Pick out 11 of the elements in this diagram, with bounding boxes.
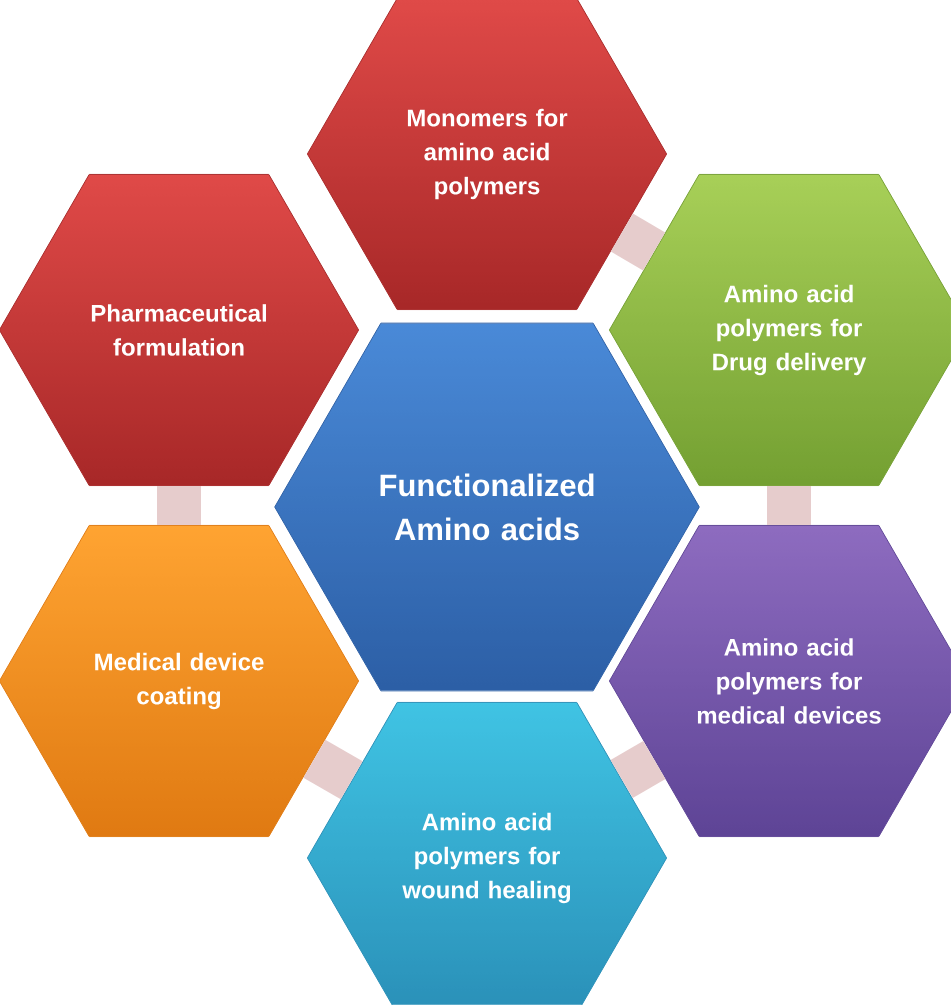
connector-band <box>610 213 666 271</box>
hexagon: Monomers for amino acid polymers <box>306 0 668 311</box>
hexagon: Pharmaceutical formulation <box>0 173 360 487</box>
hexagon: Amino acid polymers for medical devices <box>608 524 951 838</box>
connector-band <box>157 486 201 525</box>
connector-band <box>303 739 363 800</box>
hexagon: Medical device coating <box>0 524 360 838</box>
hexagon: Amino acid polymers for wound healing <box>306 701 668 1005</box>
connector-band <box>610 740 666 799</box>
connector-band <box>767 486 811 525</box>
hexagon: Amino acid polymers for Drug delivery <box>608 173 951 487</box>
